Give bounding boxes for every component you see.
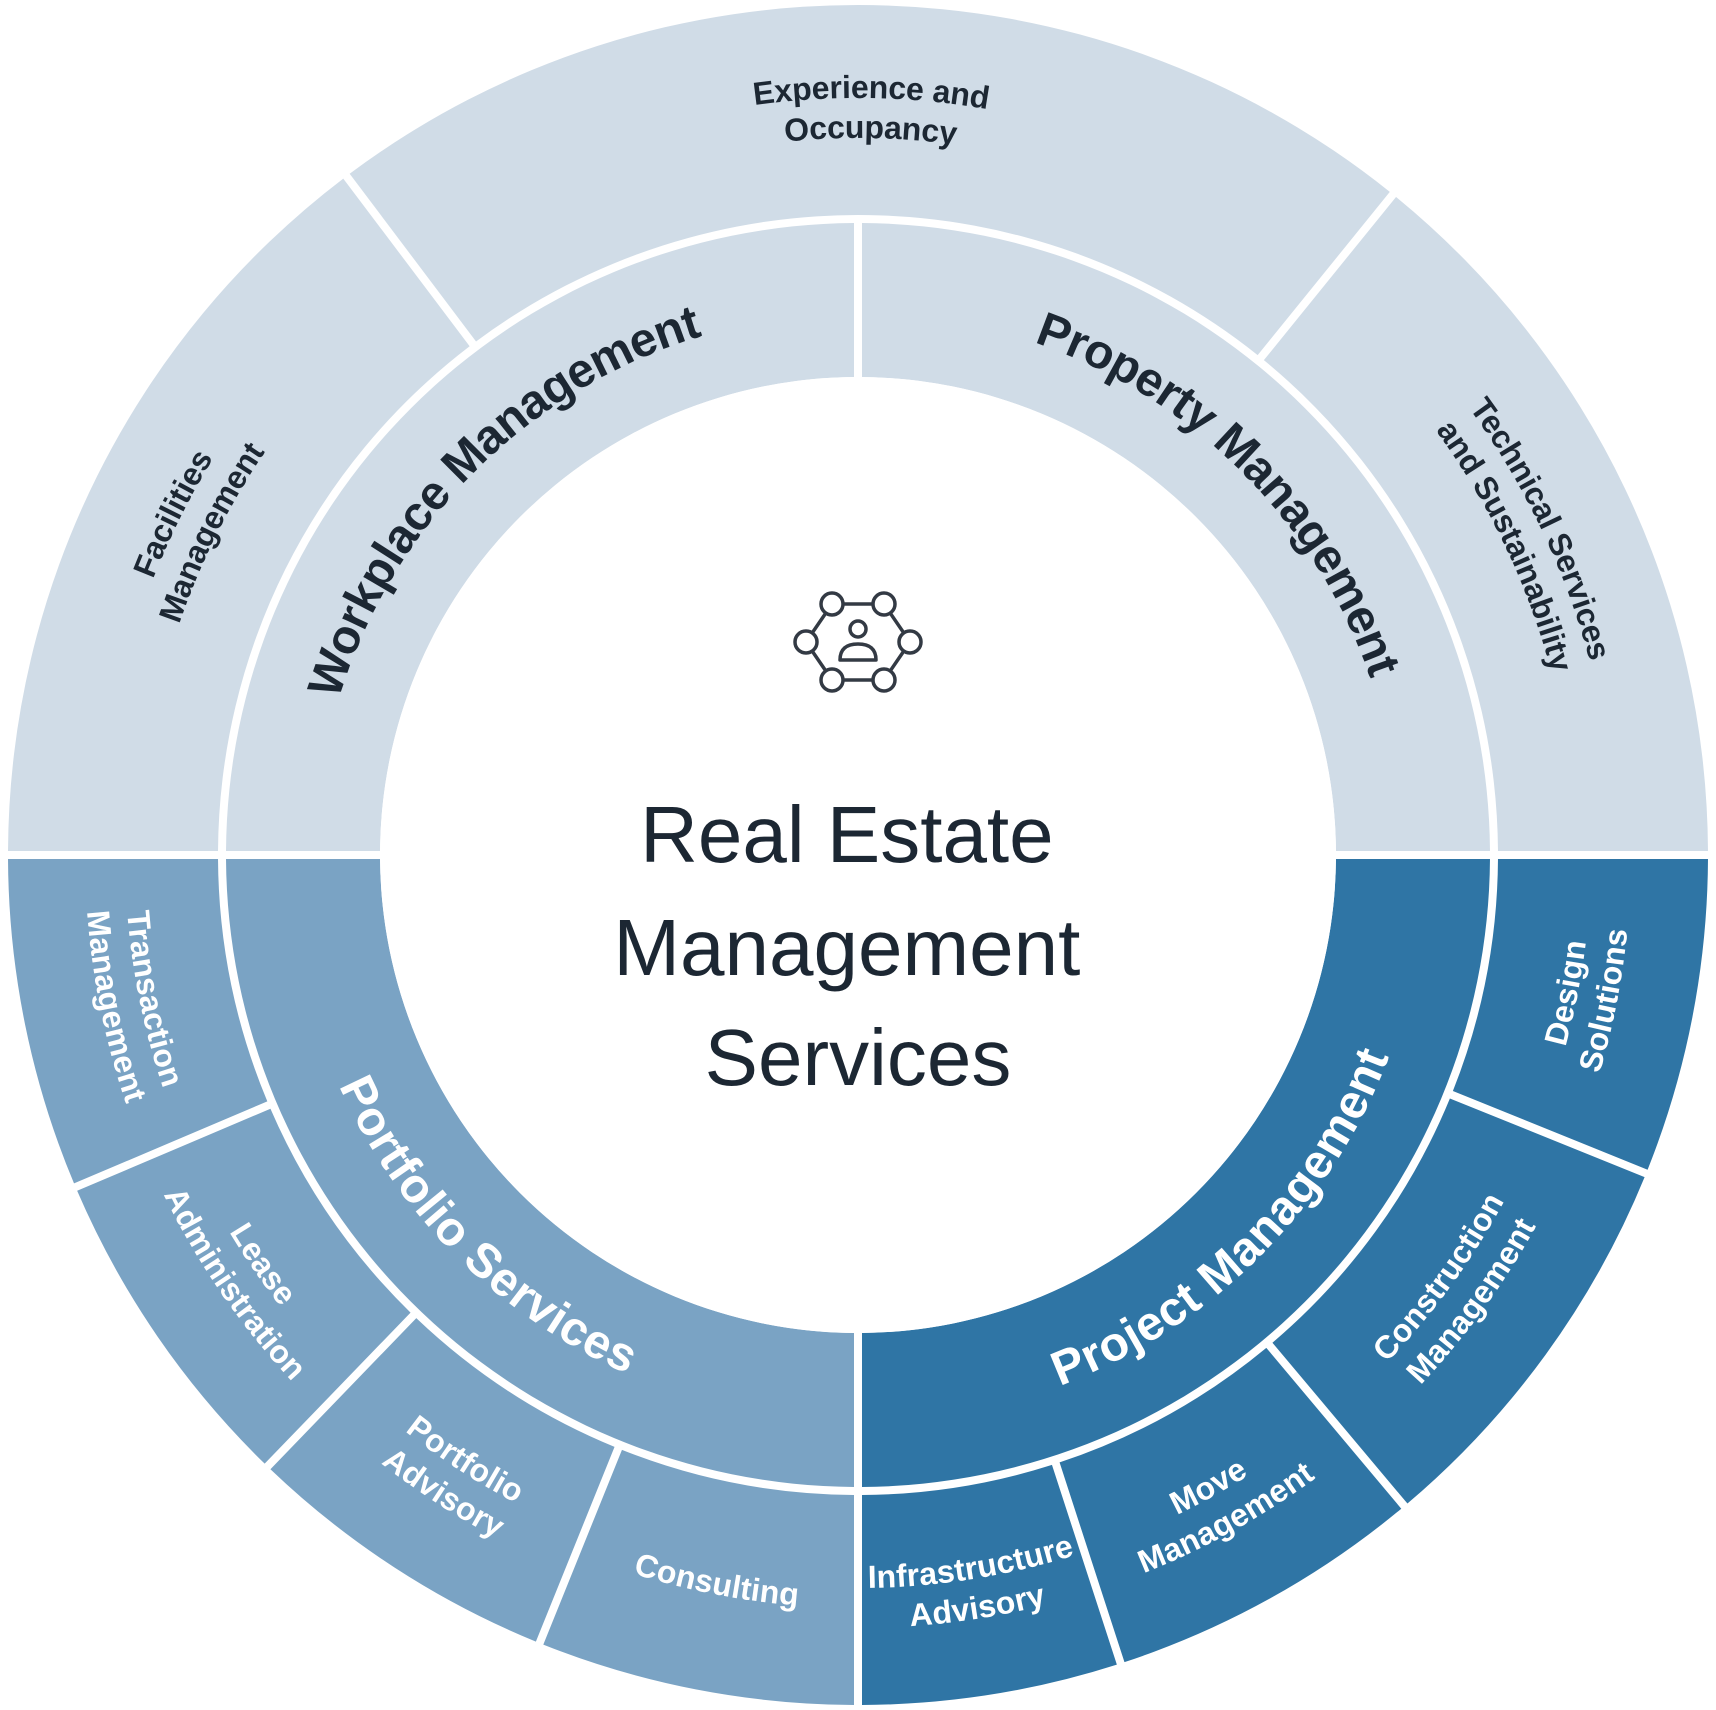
center-disc — [380, 377, 1336, 1333]
segment-property-management[interactable] — [861, 223, 1490, 852]
center-title-line-1: Real Estate — [640, 790, 1054, 879]
segment-project-management[interactable] — [861, 858, 1490, 1487]
segment-portfolio-advisory[interactable] — [270, 1318, 615, 1642]
segment-experience-occupancy-label-text: Occupancy — [783, 109, 960, 152]
segment-move-management[interactable] — [1059, 1347, 1402, 1663]
segment-experience-occupancy[interactable] — [349, 4, 1390, 356]
segment-facilities-management[interactable] — [8, 178, 470, 851]
segment-consulting[interactable] — [543, 1449, 854, 1705]
segment-transaction-management[interactable] — [8, 859, 268, 1184]
segment-portfolio-services[interactable] — [226, 858, 855, 1487]
center-title-line-2: Management — [613, 903, 1080, 992]
center-title: Real Estate Management Services — [613, 790, 1102, 1102]
segment-infrastructure-advisory[interactable] — [862, 1464, 1117, 1705]
segment-design-solutions[interactable] — [1452, 859, 1708, 1170]
segment-construction-management[interactable] — [1272, 1098, 1645, 1504]
segment-workplace-management[interactable] — [226, 223, 855, 852]
segment-experience-occupancy-label: Occupancy — [783, 109, 960, 152]
segment-lease-administration[interactable] — [77, 1108, 411, 1464]
people-network-icon — [793, 591, 923, 693]
segment-technical-services[interactable] — [1263, 196, 1708, 852]
center-title-line-3: Services — [705, 1013, 1012, 1102]
